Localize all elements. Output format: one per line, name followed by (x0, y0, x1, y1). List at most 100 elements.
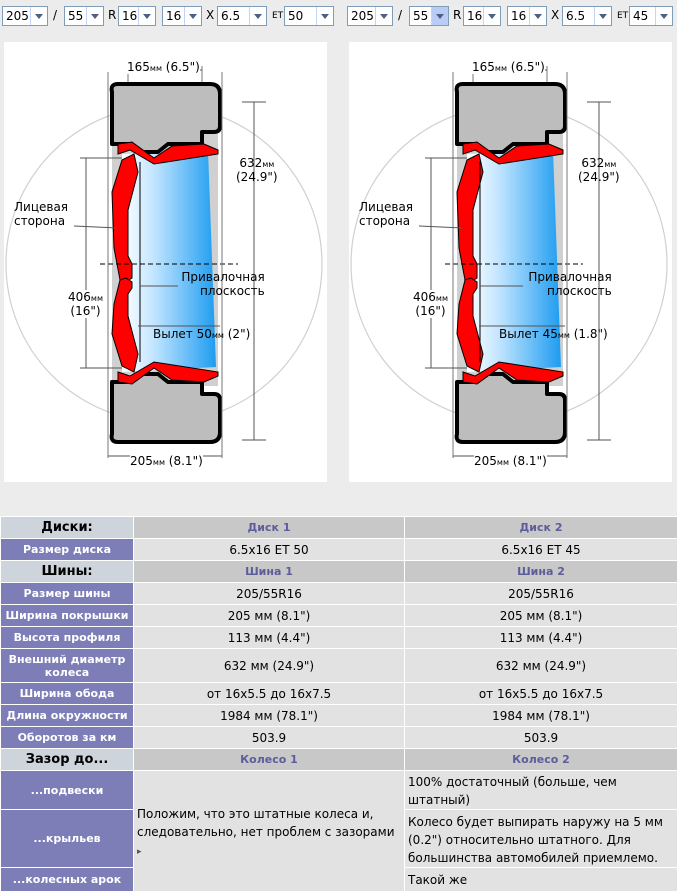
right-profile-select[interactable]: 55 (409, 6, 449, 26)
wheel-1-clearance-note: Положим, что это штатные колеса и, следо… (134, 771, 405, 892)
cell-value: 205 мм (8.1") (405, 605, 677, 627)
table-row: Зазор до... Колесо 1 Колесо 2 (1, 749, 677, 771)
cell-value: 632 мм (24.9") (134, 649, 405, 683)
top-width-label: 165мм (6.5") (127, 60, 200, 74)
cell-value: 205/55R16 (405, 583, 677, 605)
left-width-select[interactable]: 205 (2, 6, 48, 26)
x-separator: X (551, 8, 559, 22)
chevron-down-icon (655, 7, 672, 25)
chevron-down-icon (138, 7, 155, 25)
rim-diameter-label: 406мм(16") (68, 290, 103, 318)
cell-value: 113 мм (4.4") (134, 627, 405, 649)
wheel-2-header: Колесо 2 (405, 749, 677, 771)
slash-separator: / (398, 8, 402, 22)
r-separator: R (108, 8, 116, 22)
cell-value: 503.9 (405, 727, 677, 749)
row-label: Ширина обода (1, 683, 134, 705)
cell-value: от 16x5.5 до 16x7.5 (134, 683, 405, 705)
left-rim-width-select[interactable]: 6.5 (217, 6, 267, 26)
disk-2-header: Диск 2 (405, 517, 677, 539)
chevron-down-icon (184, 7, 201, 25)
cell-value: 503.9 (134, 727, 405, 749)
right-wheel-diameter-select[interactable]: 16 (507, 6, 547, 26)
chevron-down-icon (30, 7, 47, 25)
bottom-width-label: 205мм (8.1") (130, 454, 203, 468)
row-label: Внешний диаметр колеса (1, 649, 134, 683)
row-label: Высота профиля (1, 627, 134, 649)
table-row: Высота профиля 113 мм (4.4") 113 мм (4.4… (1, 627, 677, 649)
row-label: ...колесных арок (1, 868, 134, 892)
chevron-down-icon (249, 7, 266, 25)
cell-value: Такой же (405, 868, 677, 892)
offset-label: Вылет 45мм (1.8") (499, 327, 608, 341)
chevron-down-icon (375, 7, 392, 25)
wheel-section-svg (349, 42, 672, 482)
cell-value: от 16x5.5 до 16x7.5 (405, 683, 677, 705)
r-separator: R (453, 8, 461, 22)
table-row: Оборотов за км 503.9 503.9 (1, 727, 677, 749)
et-label: ET (272, 11, 283, 21)
table-row: Ширина покрышки 205 мм (8.1") 205 мм (8.… (1, 605, 677, 627)
left-wheel-diameter-select[interactable]: 16 (162, 6, 202, 26)
cell-value: 113 мм (4.4") (405, 627, 677, 649)
bottom-width-label: 205мм (8.1") (474, 454, 547, 468)
row-label: ...крыльев (1, 810, 134, 868)
right-rim-select[interactable]: 16 (463, 6, 501, 26)
left-rim-select[interactable]: 16 (118, 6, 156, 26)
left-offset-select[interactable]: 50 (284, 6, 334, 26)
table-row: Длина окружности 1984 мм (78.1") 1984 мм… (1, 705, 677, 727)
chevron-down-icon (483, 7, 500, 25)
cell-value: 1984 мм (78.1") (134, 705, 405, 727)
outer-diameter-label: 632мм(24.9") (578, 156, 620, 184)
cell-value: 205 мм (8.1") (134, 605, 405, 627)
row-label: ...подвески (1, 771, 134, 810)
cell-value: 100% достаточный (больше, чем штатный) (405, 771, 677, 810)
table-row: Диски: Диск 1 Диск 2 (1, 517, 677, 539)
cell-value: Колесо будет выпирать наружу на 5 мм (0.… (405, 810, 677, 868)
disks-section-header: Диски: (1, 517, 134, 539)
clearance-section-header: Зазор до... (1, 749, 134, 771)
chevron-down-icon (431, 7, 448, 25)
right-width-select[interactable]: 205 (347, 6, 393, 26)
row-label: Размер шины (1, 583, 134, 605)
table-row: Внешний диаметр колеса 632 мм (24.9") 63… (1, 649, 677, 683)
chevron-down-icon (86, 7, 103, 25)
slash-separator: / (53, 8, 57, 22)
left-profile-select[interactable]: 55 (64, 6, 104, 26)
row-label: Длина окружности (1, 705, 134, 727)
wheel-section-svg (4, 42, 327, 482)
row-label: Оборотов за км (1, 727, 134, 749)
table-row: ...подвески Положим, что это штатные кол… (1, 771, 677, 810)
chevron-down-icon (316, 7, 333, 25)
results-table: Диски: Диск 1 Диск 2 Размер диска 6.5x16… (0, 516, 677, 892)
cell-value: 632 мм (24.9") (405, 649, 677, 683)
offset-label: Вылет 50мм (2") (153, 327, 250, 341)
right-rim-width-select[interactable]: 6.5 (562, 6, 612, 26)
tire-2-header: Шина 2 (405, 561, 677, 583)
top-width-label: 165мм (6.5") (472, 60, 545, 74)
selector-bar: 205 / 55 R 16 16 X 6.5 ET 50 205 / 55 R … (0, 0, 677, 33)
outer-diameter-label: 632мм(24.9") (236, 156, 278, 184)
rim-diameter-label: 406мм(16") (413, 290, 448, 318)
x-separator: X (206, 8, 214, 22)
chevron-down-icon (594, 7, 611, 25)
cell-value: 6.5x16 ET 45 (405, 539, 677, 561)
tires-section-header: Шины: (1, 561, 134, 583)
cell-value: 6.5x16 ET 50 (134, 539, 405, 561)
wheel-1-header: Колесо 1 (134, 749, 405, 771)
chevron-down-icon (529, 7, 546, 25)
et-label: ET (617, 11, 628, 21)
table-row: Шины: Шина 1 Шина 2 (1, 561, 677, 583)
table-row: Размер диска 6.5x16 ET 50 6.5x16 ET 45 (1, 539, 677, 561)
tire-1-header: Шина 1 (134, 561, 405, 583)
cell-value: 205/55R16 (134, 583, 405, 605)
right-offset-select[interactable]: 45 (629, 6, 673, 26)
table-row: Размер шины 205/55R16 205/55R16 (1, 583, 677, 605)
arrow-right-icon: ▸ (137, 847, 142, 857)
